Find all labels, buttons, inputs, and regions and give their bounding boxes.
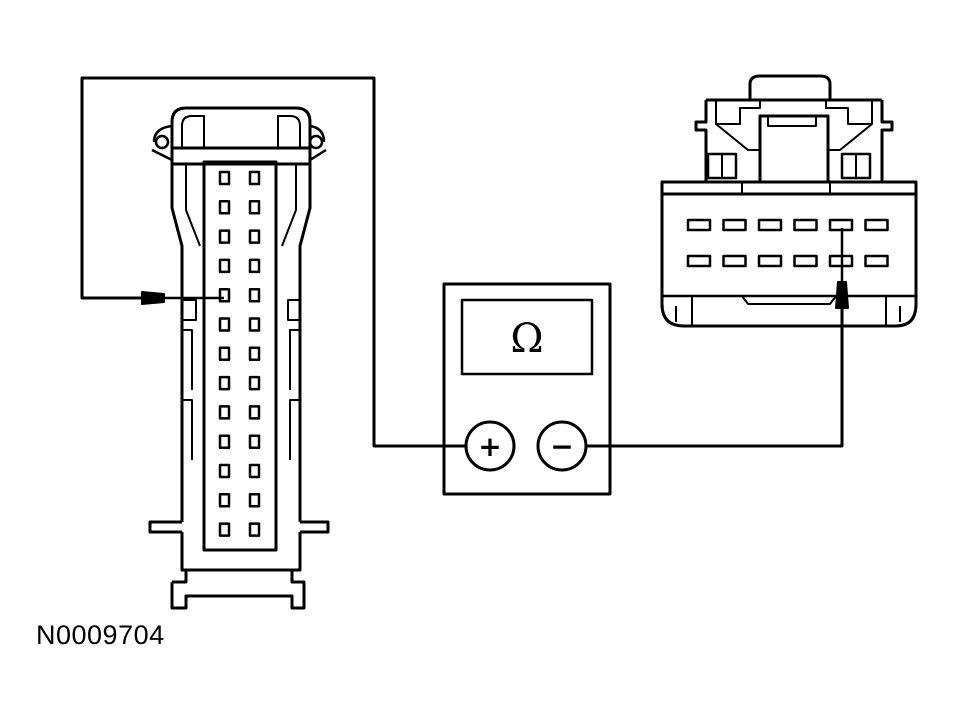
right-connector-pin-cavity (793, 254, 818, 268)
left-connector-pin-cavity (218, 317, 231, 332)
left-connector-pin-cavity (248, 170, 261, 186)
right-connector-pin-cavity (722, 254, 747, 268)
left-connector-latch-inner (181, 115, 301, 148)
right-connector-pin-cavity (757, 218, 783, 232)
left-connector-flange (148, 520, 330, 534)
left-connector-pin-cavity (248, 375, 261, 391)
ohmmeter-display (460, 298, 594, 376)
left-connector-pin-cavity (248, 229, 261, 244)
left-connector-pin-cavity (218, 493, 231, 508)
right-connector-lock (748, 74, 832, 100)
right-connector-pin-cavity (757, 254, 783, 268)
left-connector-pin-cavity (218, 200, 231, 215)
ohmmeter-ohm-symbol: Ω (510, 316, 543, 362)
left-connector-ear-hole (154, 134, 170, 150)
left-connector-pin-cavity (248, 405, 261, 420)
left-connector-pin-cavity (248, 200, 261, 215)
right-connector-pin-cavity (722, 218, 747, 232)
left-connector-pin-cavity (218, 258, 231, 274)
left-connector-pin-cavity (248, 493, 261, 508)
right-connector-pin-cavity (793, 218, 818, 232)
right-probe (835, 281, 849, 309)
left-connector-latch (170, 106, 312, 148)
left-connector-pin-cavity (218, 375, 231, 391)
left-connector-body-outline (170, 164, 312, 522)
left-connector-pin-cavity (248, 258, 261, 274)
left-connector-pin-grid (218, 170, 261, 537)
ohmmeter-positive-label: + (478, 430, 501, 463)
right-connector (660, 74, 918, 328)
left-probe (141, 291, 165, 305)
left-connector-pin-cavity (218, 434, 231, 449)
left-connector-pin-cavity (218, 463, 231, 479)
left-connector-ear-hole (308, 134, 324, 150)
figure-reference-code: N0009704 (36, 620, 165, 650)
left-connector-pin-cavity (218, 229, 231, 244)
right-connector-pin-grid (686, 218, 889, 268)
ohmmeter: Ω + − (442, 282, 612, 496)
left-connector-pin-cavity (248, 346, 261, 362)
test-leads (80, 76, 849, 448)
left-connector-pin-cavity (218, 287, 231, 303)
left-connector-pin-cavity (218, 346, 231, 362)
negative-test-lead (586, 308, 844, 448)
left-connector-pin-cavity (248, 317, 261, 332)
right-connector-pin-cavity (686, 254, 712, 268)
right-connector-pin-cavity (864, 218, 889, 232)
right-connector-pin-cavity (686, 218, 712, 232)
positive-test-lead (80, 76, 466, 448)
left-connector-pin-cavity (248, 287, 261, 303)
left-connector (148, 106, 330, 610)
ohmmeter-negative-label: − (550, 430, 573, 463)
left-connector-pin-cavity (248, 434, 261, 449)
left-connector-pin-cavity (218, 405, 231, 420)
left-connector-base (170, 570, 306, 610)
left-connector-terminal-block (202, 160, 278, 552)
left-connector-top-band (170, 146, 312, 166)
right-connector-body (660, 194, 918, 328)
left-connector-pin-cavity (248, 522, 261, 537)
left-connector-pin-cavity (218, 170, 231, 186)
left-connector-pin-cavity (248, 463, 261, 479)
right-connector-pin-cavity (864, 254, 889, 268)
ohmmeter-body (442, 282, 612, 496)
left-connector-pin-cavity (218, 522, 231, 537)
